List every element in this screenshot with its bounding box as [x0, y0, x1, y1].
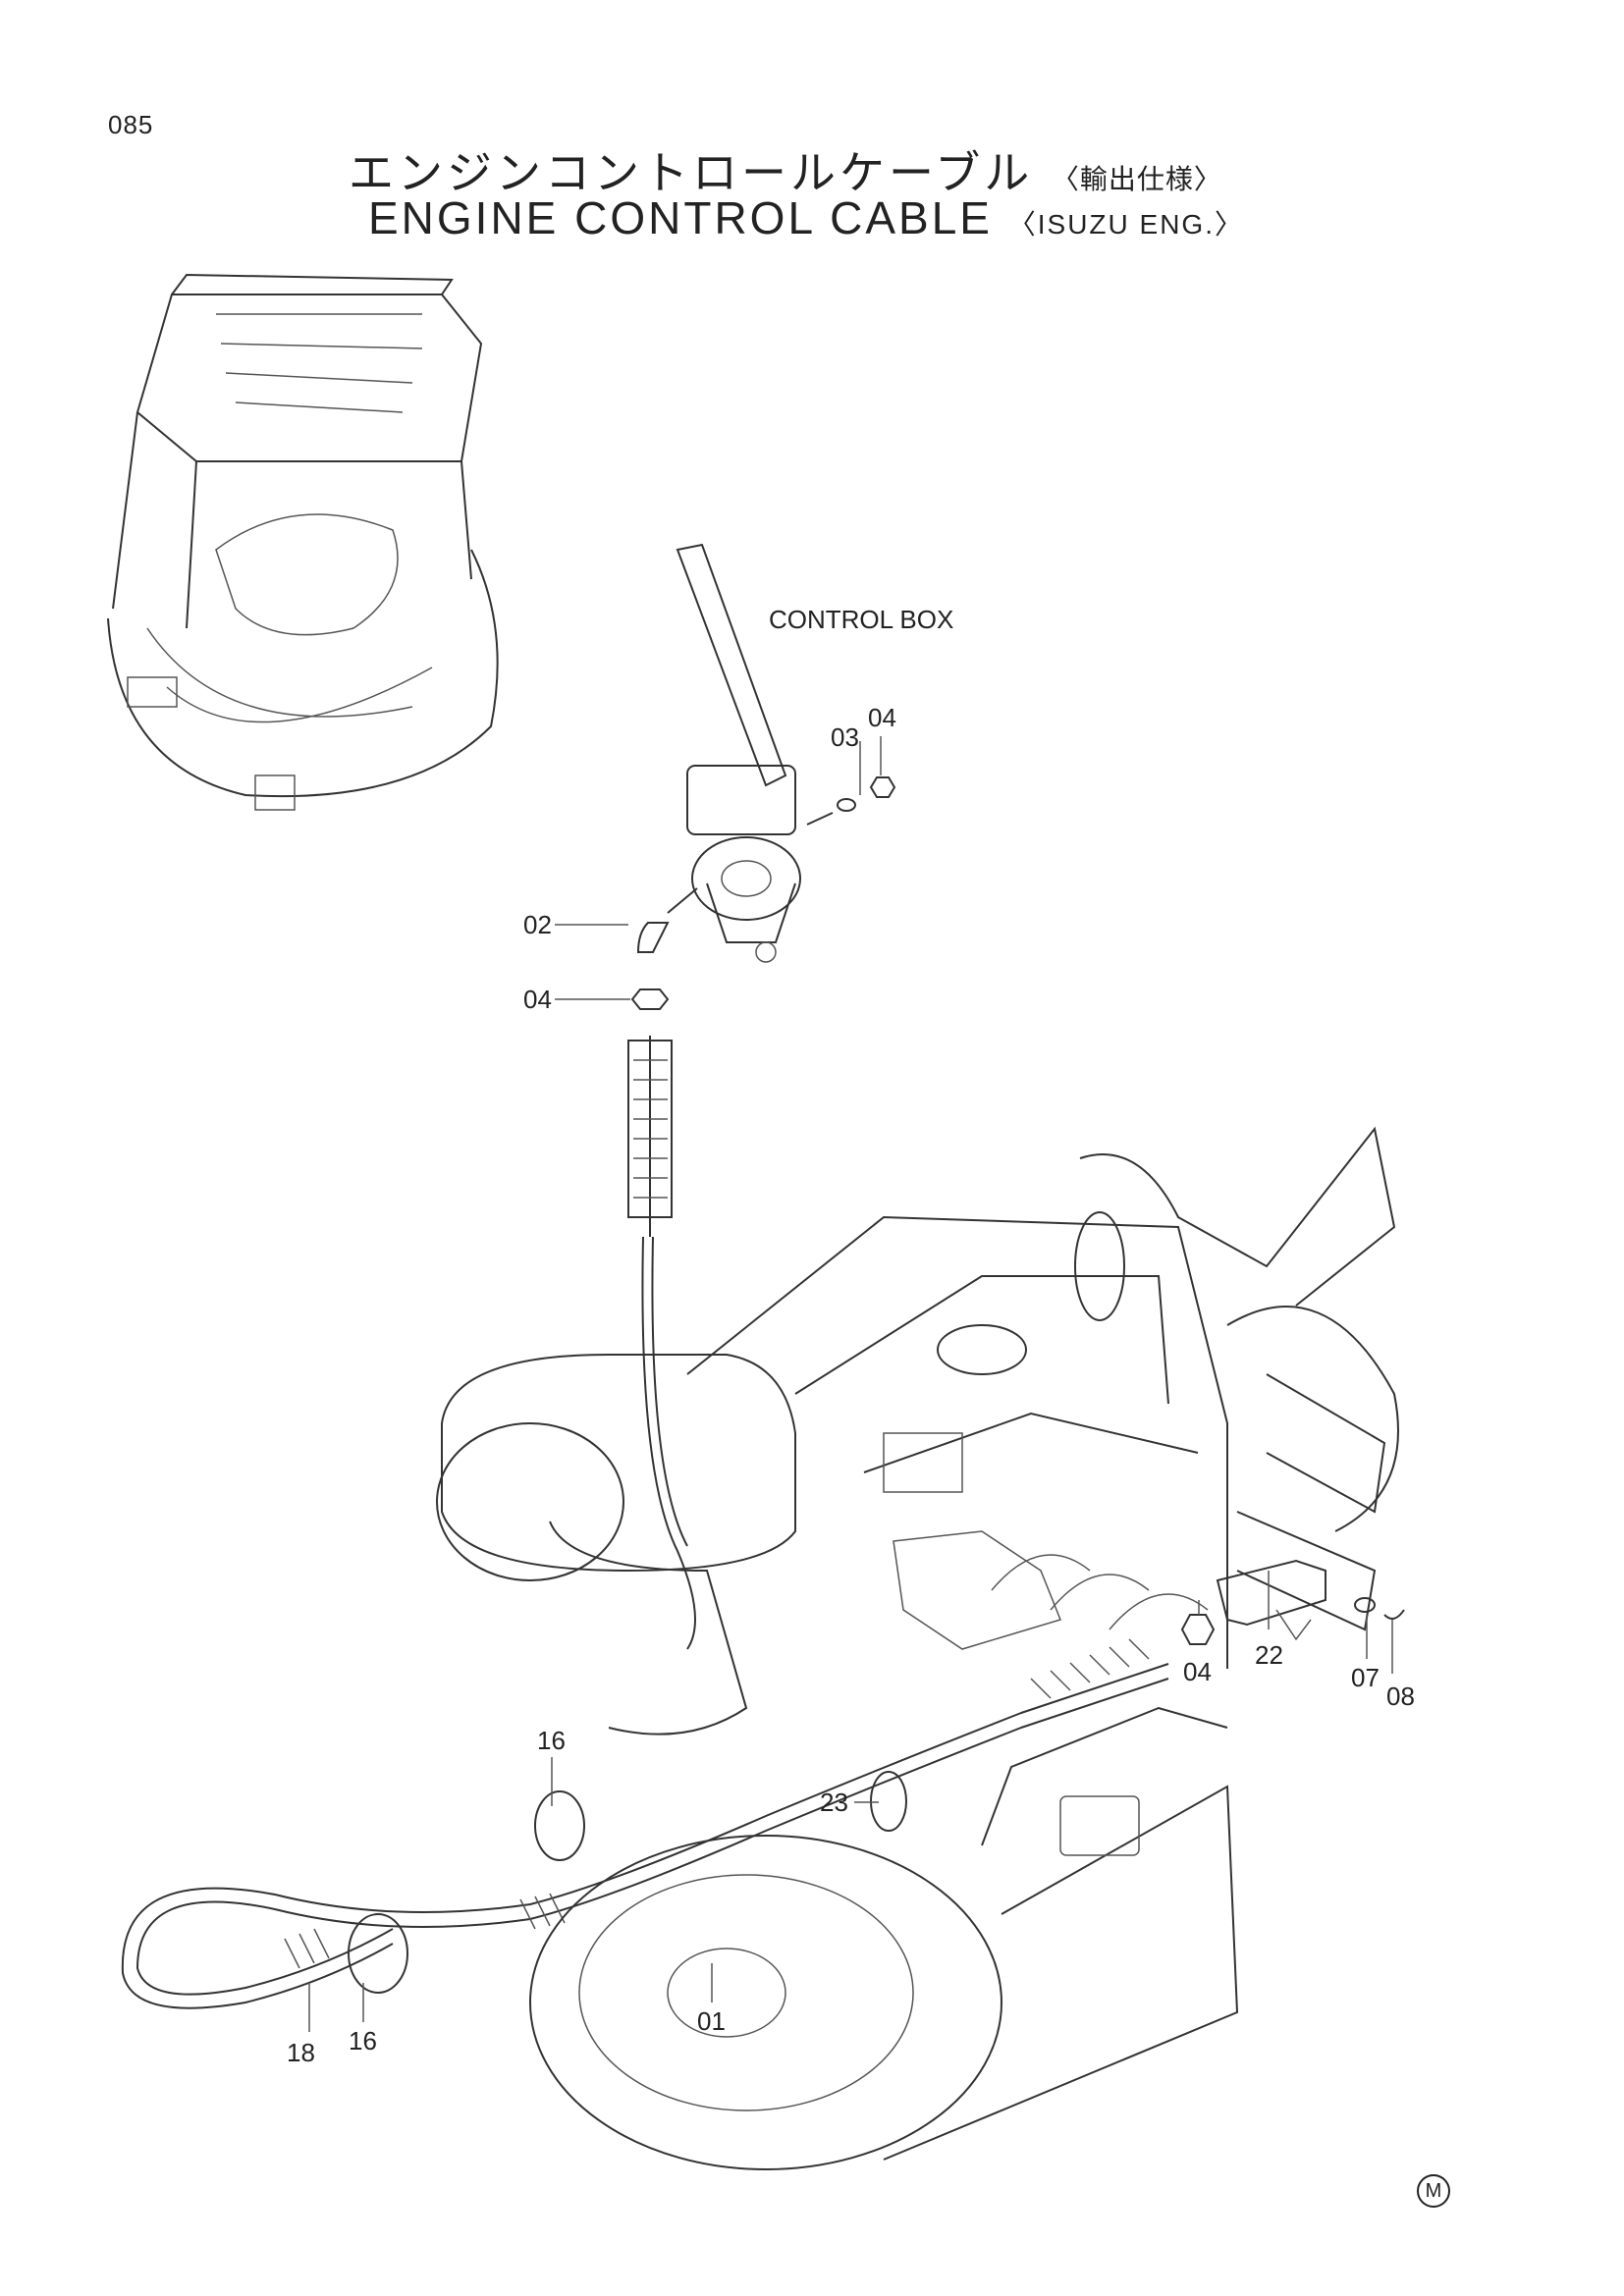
title-japanese-main: エンジンコントロールケーブル [349, 146, 1034, 199]
callout-leaders [308, 736, 1393, 2032]
callout-07: 07 [1351, 1663, 1380, 1692]
callout-04-top: 04 [868, 703, 896, 732]
corner-mark: M [1417, 2174, 1450, 2208]
callout-23: 23 [820, 1788, 848, 1817]
callout-01: 01 [697, 2006, 726, 2036]
callout-22: 22 [1255, 1640, 1283, 1670]
callout-02: 02 [523, 910, 552, 939]
bracket-assembly [1180, 1559, 1405, 1645]
engine-illustration [436, 1126, 1399, 2170]
title-english-sub: 〈ISUZU ENG.〉 [1007, 209, 1244, 240]
callout-04-right: 04 [1183, 1657, 1212, 1686]
title-english-main: ENGINE CONTROL CABLE [368, 192, 993, 243]
page-number: 085 [108, 110, 154, 139]
control-cable [121, 1036, 1169, 2009]
callout-08: 08 [1386, 1682, 1415, 1711]
control-box-label: CONTROL BOX [769, 605, 953, 634]
callout-18: 18 [287, 2038, 315, 2067]
title-japanese: エンジンコントロールケーブル 〈輸出仕様〉 [349, 137, 1222, 202]
control-box-illustration [630, 543, 896, 1010]
callout-03: 03 [831, 722, 859, 752]
excavator-cab-illustration [107, 273, 499, 811]
title-english: ENGINE CONTROL CABLE 〈ISUZU ENG.〉 [368, 191, 1244, 244]
clamps [348, 1771, 907, 1994]
title-japanese-sub: 〈輸出仕様〉 [1051, 163, 1222, 195]
callout-16-bottom: 16 [349, 2026, 377, 2056]
callout-16-top: 16 [537, 1726, 566, 1755]
callout-04-mid: 04 [523, 985, 552, 1014]
